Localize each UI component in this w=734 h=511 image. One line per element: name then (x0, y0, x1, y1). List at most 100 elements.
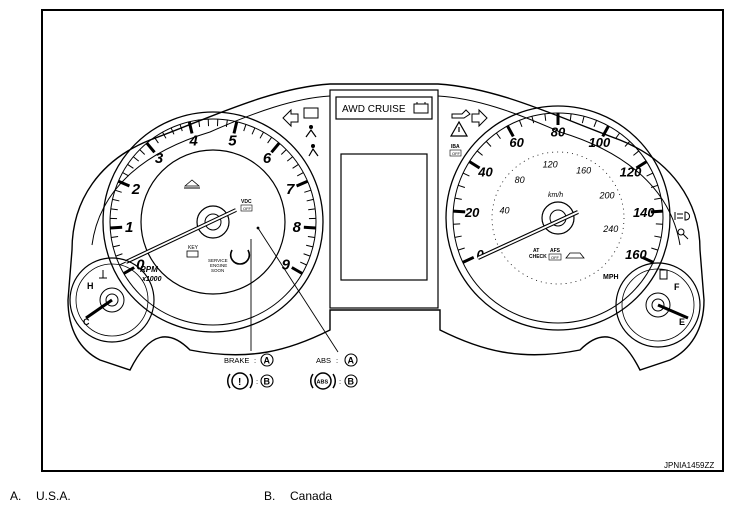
mph-number: 80 (551, 125, 566, 140)
mph-tick (601, 125, 610, 138)
mph-label: MPH (603, 274, 619, 281)
tach-ticks (110, 119, 316, 275)
mph-number: 120 (620, 164, 642, 179)
battery-icon (413, 102, 429, 114)
right-turn-arrow-icon (471, 108, 488, 128)
temperature-gauge: H C (69, 257, 155, 343)
tach-tick (259, 131, 264, 139)
tach-tick (122, 172, 130, 177)
mph-tick (654, 197, 662, 200)
mph-tick (646, 172, 654, 177)
headlight-icon (303, 107, 319, 119)
cluster-inner-housing (91, 95, 681, 246)
afs-off-box (548, 253, 562, 261)
caption-b-text: Canada (290, 489, 333, 503)
service-line-3: SOON (211, 268, 224, 273)
mph-number: 100 (589, 135, 611, 150)
afs-off-label: OFF (551, 255, 560, 260)
brake-badge-b-text: B (264, 377, 271, 387)
key-label: KEY (188, 245, 199, 251)
tach-tick (243, 124, 247, 132)
brake-warning-icon: ! (227, 372, 253, 390)
reference-code: JPNIA1459ZZ (664, 461, 715, 470)
kmh-number: 200 (599, 190, 615, 200)
temp-low: C (83, 317, 90, 327)
tach-tick (187, 121, 194, 134)
mph-tick (458, 184, 466, 188)
mph-tick (581, 116, 585, 124)
mph-tick (615, 132, 621, 139)
mph-tick (650, 184, 658, 188)
tach-tick (117, 179, 131, 188)
tach-tick (307, 235, 315, 239)
tach-number: 0 (136, 256, 145, 273)
kmh-number: 40 (500, 205, 510, 215)
mph-tick (624, 141, 631, 147)
tach-tick (198, 119, 201, 128)
kmh-number: 80 (515, 175, 525, 185)
caption-a: A. U.S.A. (10, 489, 71, 503)
abs-sep-b: : (339, 377, 341, 386)
caption-a-text: U.S.A. (36, 489, 71, 503)
mph-tick (462, 255, 475, 264)
at-check-line-2: CHECK (529, 254, 547, 260)
tach-tick (295, 179, 309, 188)
mph-tick (454, 197, 462, 200)
tach-tick (127, 163, 134, 169)
left-turn-arrow-icon (282, 108, 299, 128)
tach-tick (306, 198, 314, 202)
airbag-icon (308, 144, 319, 157)
kmh-number: 120 (543, 160, 558, 170)
abs-leader-line (257, 227, 339, 353)
abs-badge-a-text: A (348, 356, 355, 366)
tach-tick (267, 137, 272, 144)
tach-tick (280, 149, 287, 155)
tach-tick (225, 119, 228, 128)
mph-tick (485, 141, 492, 147)
tach-tick (110, 225, 123, 230)
abs-badge-a (344, 353, 358, 367)
fuel-full: F (674, 282, 680, 292)
tach-tick (179, 124, 183, 132)
vdc-off-label: OFF (243, 206, 252, 211)
brake-badge-b (260, 374, 274, 388)
tach-tick (112, 244, 120, 248)
fuel-gauge: F E (615, 262, 701, 348)
tach-tick (300, 261, 307, 266)
caption-a-letter: A. (10, 489, 22, 503)
lane-icon (183, 179, 201, 189)
tach-tick (308, 208, 316, 211)
mph-tick (633, 150, 640, 156)
mph-tick (468, 160, 481, 170)
tach-tick (110, 208, 118, 211)
tach-tick (115, 253, 123, 257)
tach-tick (291, 266, 303, 275)
temp-high: H (87, 281, 94, 291)
brake-icon-text: ! (238, 377, 241, 388)
iba-off-box (449, 149, 462, 157)
tire-pressure-icon (229, 249, 251, 265)
tach-tick (114, 189, 122, 193)
high-beam-icon (674, 211, 690, 221)
center-screen (340, 153, 428, 281)
brake-badge-a (260, 353, 274, 367)
mph-tick (650, 209, 663, 214)
kmh-label: km/h (548, 192, 563, 199)
tach-number: 2 (131, 181, 141, 198)
mph-tick (569, 113, 572, 121)
tach-number: 8 (293, 219, 302, 236)
fuel-empty: E (679, 317, 685, 327)
service-line-2: ENGINE (210, 263, 227, 268)
mph-tick (635, 160, 648, 170)
tach-tick (232, 121, 239, 134)
abs-badge-b (344, 374, 358, 388)
tach-tick (303, 253, 311, 257)
mph-tick (518, 120, 523, 128)
mph-number: 60 (509, 135, 524, 150)
warning-triangle-icon (449, 120, 469, 137)
caption-b: B.Canada (264, 489, 332, 503)
mph-number: 160 (625, 247, 647, 262)
